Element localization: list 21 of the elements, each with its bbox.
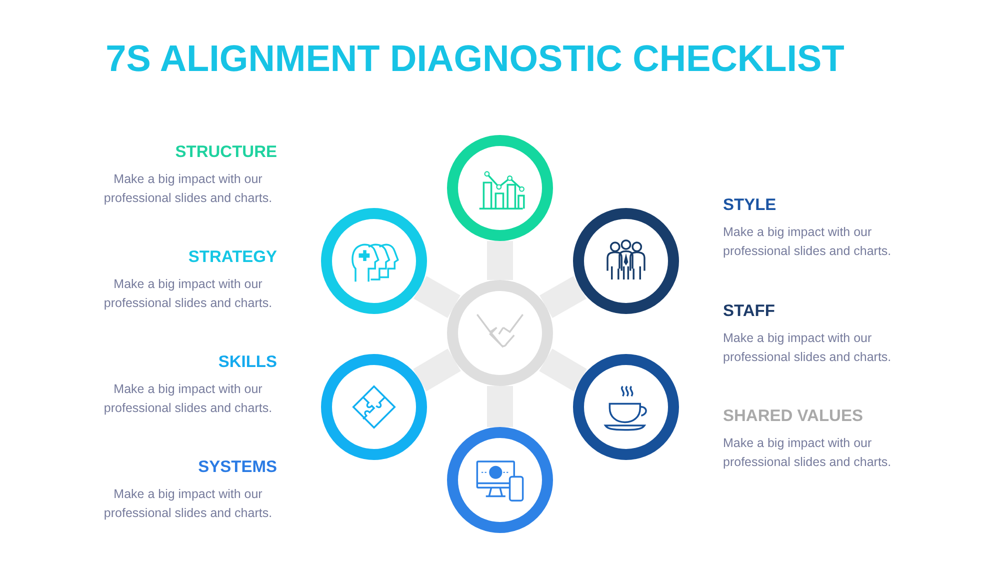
spoke-connector xyxy=(540,276,586,318)
spoke-connector xyxy=(539,348,587,392)
description-text: Make a big impact with our professional slides and charts. xyxy=(102,276,274,312)
section-heading: SYSTEMS xyxy=(197,458,277,477)
section-heading: STRUCTURE xyxy=(174,143,277,162)
description-text: Make a big impact with our professional slides and charts. xyxy=(723,224,892,260)
section-heading: STRATEGY xyxy=(187,248,277,267)
description-text: Make a big impact with our professional slides and charts. xyxy=(723,330,892,366)
section-heading: STAFF xyxy=(723,302,776,321)
spoke-connector xyxy=(487,241,513,280)
section-heading: SHARED VALUES xyxy=(723,407,864,426)
description-text: Make a big impact with our professional slides and charts. xyxy=(723,435,892,471)
section-heading: SKILLS xyxy=(217,353,277,372)
description-text: Make a big impact with our professional slides and charts. xyxy=(102,171,274,207)
spoke-connector xyxy=(487,386,513,427)
spoke-connector xyxy=(414,276,460,318)
title: 7S ALIGNMENT DIAGNOSTIC CHECKLIST xyxy=(104,38,846,80)
section-heading: STYLE xyxy=(723,196,778,215)
description-text: Make a big impact with our professional slides and charts. xyxy=(102,486,274,522)
spoke-connector xyxy=(413,348,461,392)
description-text: Make a big impact with our professional slides and charts. xyxy=(102,381,274,417)
